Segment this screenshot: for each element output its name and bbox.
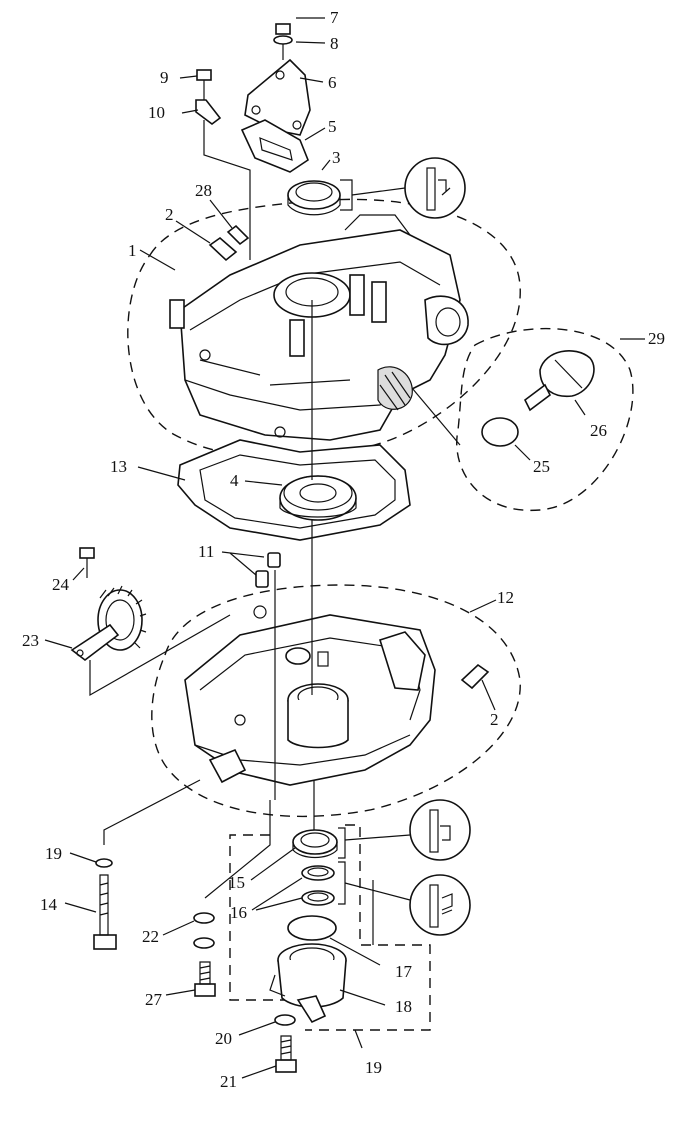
callout-16: 16 xyxy=(230,903,247,922)
callout-9: 9 xyxy=(160,68,169,87)
upper-crankcase xyxy=(169,214,469,441)
callout-12: 12 xyxy=(497,588,514,607)
bolt-24 xyxy=(79,547,95,578)
callout-14: 14 xyxy=(40,895,58,914)
dowel-2-lower xyxy=(460,663,490,690)
washer-20 xyxy=(274,1014,296,1026)
callout-5: 5 xyxy=(328,117,337,136)
callout-27: 27 xyxy=(145,990,163,1009)
inset-circle-top xyxy=(404,157,466,219)
callout-23: 23 xyxy=(22,631,39,650)
washer-22 xyxy=(193,912,215,949)
bolt-14 xyxy=(93,779,201,950)
clamp xyxy=(195,99,222,125)
bolt-21 xyxy=(275,1035,297,1073)
housing-18 xyxy=(269,943,347,1024)
callout-6: 6 xyxy=(328,73,337,92)
drain-plug xyxy=(523,350,595,412)
inset-circle-mid xyxy=(409,799,471,861)
callout-3: 3 xyxy=(332,148,341,167)
gear-assembly xyxy=(70,585,231,697)
callout-7: 7 xyxy=(330,8,339,27)
lower-bracket-outline-2 xyxy=(229,834,300,1001)
drain-plug-group-outline xyxy=(456,327,634,511)
callout-13: 13 xyxy=(110,457,127,476)
callout-15: 15 xyxy=(228,873,245,892)
oil-seal-15 xyxy=(292,829,338,859)
callout-24: 24 xyxy=(52,575,70,594)
o-ring xyxy=(481,417,519,447)
callout-28: 28 xyxy=(195,181,212,200)
bolt-7 xyxy=(273,23,293,60)
callout-2-lower: 2 xyxy=(490,710,499,729)
lower-crankcase xyxy=(184,605,436,786)
callout-2-upper: 2 xyxy=(165,205,174,224)
bearing xyxy=(279,475,357,521)
callout-10: 10 xyxy=(148,103,165,122)
dowels-11 xyxy=(255,552,281,588)
callout-4: 4 xyxy=(230,471,239,490)
callout-21: 21 xyxy=(220,1072,237,1091)
callout-20: 20 xyxy=(215,1029,232,1048)
bolt-27 xyxy=(194,961,216,997)
cover xyxy=(244,58,311,136)
callout-19-bottom: 19 xyxy=(365,1058,382,1077)
inset-circle-bottom xyxy=(409,874,471,936)
callout-22: 22 xyxy=(142,927,159,946)
callout-8: 8 xyxy=(330,34,339,53)
screw-9 xyxy=(196,69,212,100)
oil-seal xyxy=(287,180,341,216)
pin-28 xyxy=(226,224,250,246)
dowel-2-upper xyxy=(208,236,238,262)
callout-25: 25 xyxy=(533,457,550,476)
callout-18: 18 xyxy=(395,997,412,1016)
callout-26: 26 xyxy=(590,421,607,440)
callout-1: 1 xyxy=(128,241,137,260)
o-ring-17 xyxy=(287,915,337,941)
callout-17: 17 xyxy=(395,962,413,981)
callout-19-left: 19 xyxy=(45,844,62,863)
lower-bracket-outline xyxy=(305,824,431,1031)
seals-16 xyxy=(301,865,335,906)
callout-29: 29 xyxy=(648,329,665,348)
callout-11: 11 xyxy=(198,542,214,561)
lower-case-group-outline xyxy=(151,584,521,818)
